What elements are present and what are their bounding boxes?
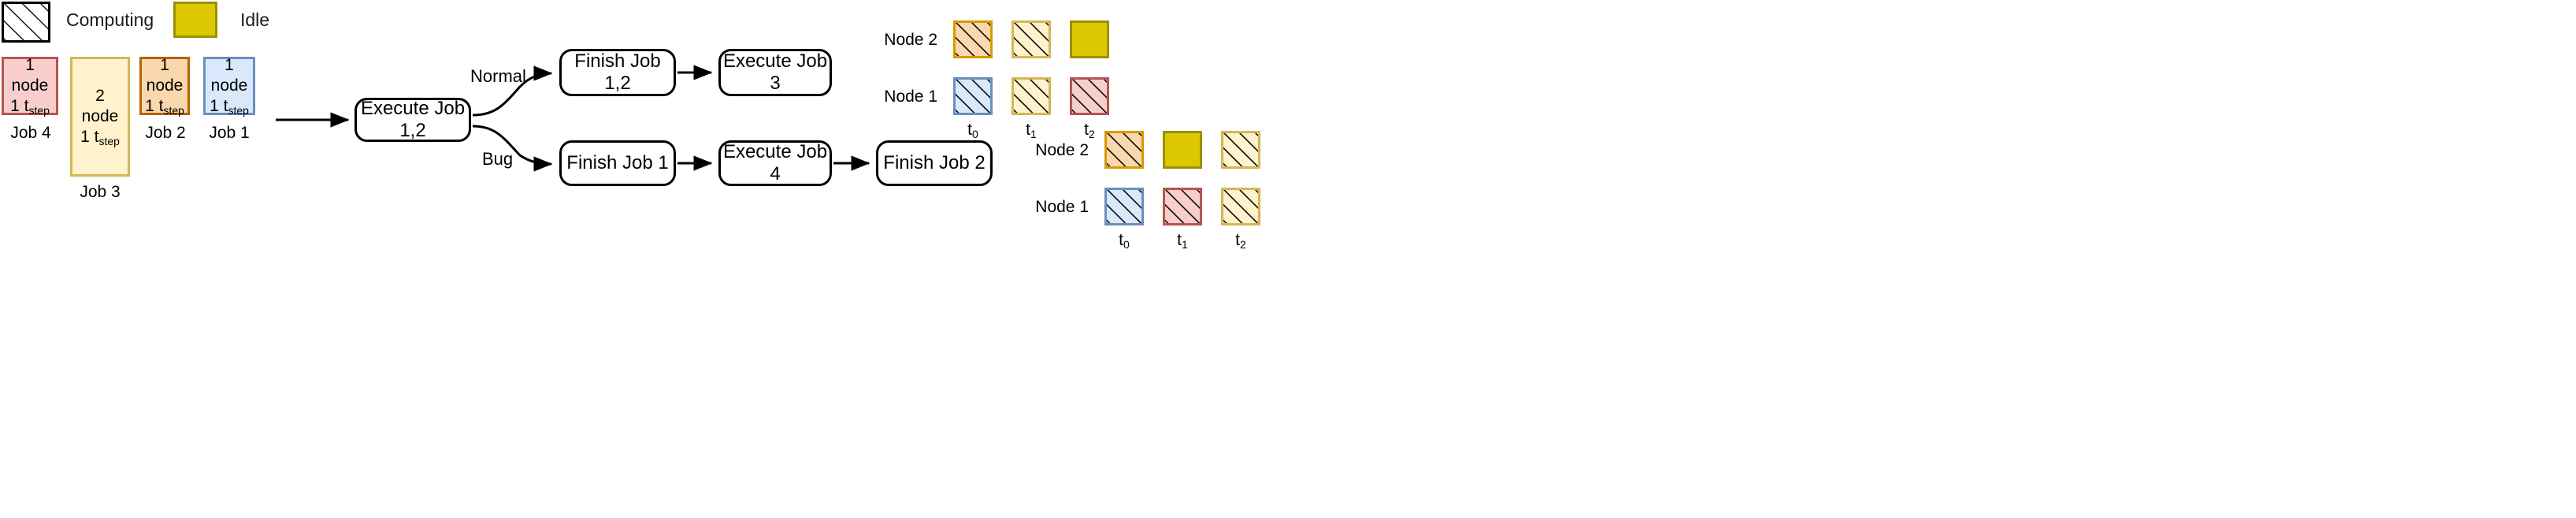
timeline-cell-computing (1070, 77, 1109, 115)
timeline-tick-label: t2 (1235, 231, 1246, 251)
timeline-row-label-node-2: Node 2 (884, 31, 937, 49)
job-tstep-label: 1 t (210, 97, 228, 115)
timeline-cell-computing (953, 77, 993, 115)
hatched-square-icon (1165, 190, 1200, 223)
timeline-row-label-node-1: Node 1 (1035, 198, 1089, 216)
job-nodes-label: 2 node (81, 87, 119, 125)
job-tstep-sub: step (228, 104, 249, 117)
hatched-square-icon (1107, 190, 1141, 223)
job-block-job-2: 1 node 1 tstep (139, 56, 190, 117)
timeline-cell-computing (1104, 188, 1144, 225)
timeline-cell-computing (1221, 131, 1260, 169)
job-nodes-label: 1 node (146, 56, 184, 95)
job-tstep-label: 1 t (80, 128, 99, 146)
timeline-tick-label: t0 (1119, 231, 1130, 251)
hatched-square-icon (4, 4, 48, 40)
job-block-job-4: 1 node 1 tstep (2, 56, 58, 117)
hatched-square-icon (956, 80, 990, 113)
flowchart-connectors (276, 65, 870, 172)
hatched-square-icon (1107, 133, 1141, 166)
job-caption-job-2: Job 2 (145, 124, 186, 142)
hatched-square-icon (956, 23, 990, 56)
timeline-cell-computing (1163, 188, 1202, 225)
flow-node-execute-job-3[interactable]: Execute Job 3 (718, 49, 832, 96)
legend-computing-swatch (2, 2, 50, 43)
timeline-cell-computing (1011, 77, 1051, 115)
timeline-tick-label: t1 (1026, 121, 1037, 140)
branch-label-normal: Normal (470, 66, 526, 86)
job-nodes-label: 1 node (11, 56, 49, 95)
flow-node-execute-job-1-2[interactable]: Execute Job 1,2 (354, 98, 471, 142)
job-tstep-sub: step (28, 104, 50, 117)
timeline-tick-label: t0 (967, 121, 978, 140)
timeline-tick-label: t1 (1177, 231, 1188, 251)
branch-label-bug: Bug (482, 149, 514, 169)
job-block-job-1: 1 node 1 tstep (203, 56, 255, 117)
timeline-cell-computing (1221, 188, 1260, 225)
flow-node-finish-job-2[interactable]: Finish Job 2 (876, 140, 993, 186)
job-block-job-3: 2 node 1 tstep (70, 57, 130, 177)
hatched-square-icon (1223, 133, 1258, 166)
job-caption-job-4: Job 4 (10, 124, 51, 142)
flow-node-execute-job-4[interactable]: Execute Job 4 (718, 140, 832, 186)
job-caption-job-1: Job 1 (209, 124, 250, 142)
flow-node-finish-job-1[interactable]: Finish Job 1 (559, 140, 676, 186)
job-nodes-label: 1 node (210, 56, 248, 95)
legend-idle-label: Idle (240, 9, 270, 30)
job-tstep-sub: step (163, 104, 184, 117)
legend-computing-label: Computing (66, 9, 154, 30)
timeline-tick-label: t2 (1084, 121, 1095, 140)
timeline-cell-computing (953, 20, 993, 58)
timeline-row-label-node-1: Node 1 (884, 88, 937, 106)
flow-node-finish-job-1-2[interactable]: Finish Job 1,2 (559, 49, 676, 96)
timeline-cell-idle (1070, 20, 1109, 58)
job-tstep-sub: step (98, 135, 120, 147)
legend-idle-swatch (173, 2, 217, 38)
hatched-square-icon (1014, 23, 1049, 56)
timeline-row-label-node-2: Node 2 (1035, 141, 1089, 159)
hatched-square-icon (1072, 80, 1107, 113)
hatched-square-icon (1014, 80, 1049, 113)
timeline-cell-idle (1163, 131, 1202, 169)
job-tstep-label: 1 t (145, 97, 164, 115)
job-caption-job-3: Job 3 (80, 183, 121, 201)
timeline-cell-computing (1011, 20, 1051, 58)
job-tstep-label: 1 t (10, 97, 29, 115)
timeline-cell-computing (1104, 131, 1144, 169)
hatched-square-icon (1223, 190, 1258, 223)
